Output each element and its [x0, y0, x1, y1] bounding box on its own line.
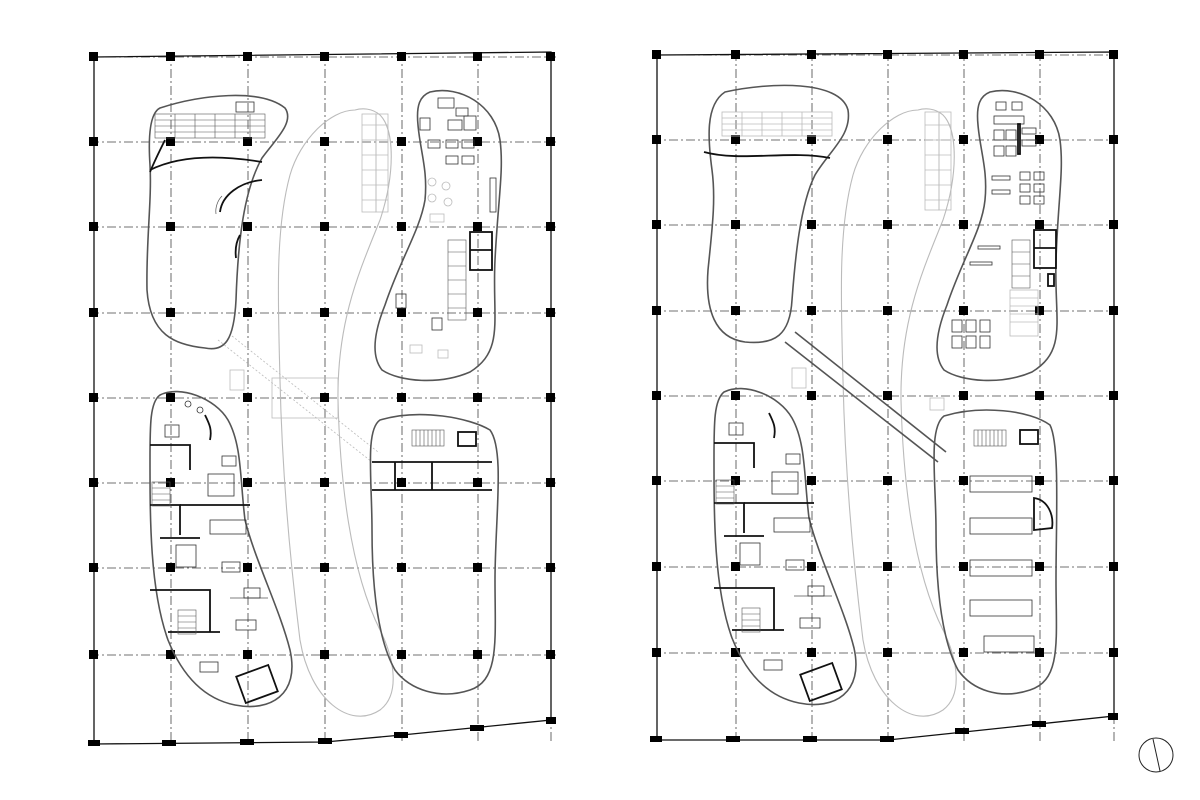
zone-outline-north-west [706, 84, 850, 344]
escalator-central-left [361, 113, 389, 213]
escalator-north-east [447, 231, 493, 321]
apartment-partitions [150, 414, 268, 633]
plan-left [88, 51, 556, 746]
apartment-partitions-right [714, 412, 832, 631]
zone-outline-north-east [936, 89, 1063, 382]
meeting-tables-south-east [969, 429, 1054, 653]
furniture-south-west-right [715, 422, 843, 703]
columns [88, 52, 556, 746]
bridge-diagonal [784, 331, 947, 463]
zone-outline-north-east [374, 89, 503, 382]
north-arrow-icon [1138, 737, 1174, 773]
columns [650, 50, 1118, 742]
curved-wall-north-west [149, 156, 263, 171]
zone-outline-south-east [369, 413, 500, 695]
zone-outline-south-west [713, 387, 857, 706]
furniture-south-west [151, 400, 279, 705]
curved-wall-north-west-right [703, 151, 831, 159]
bridge-dashed-path [217, 335, 379, 463]
zone-outline-south-east [933, 409, 1058, 695]
escalator-bank-north-west-right [721, 111, 833, 137]
plan-right [650, 50, 1118, 744]
central-ribbon-outline [277, 108, 394, 717]
zone-outline-north-west [146, 94, 289, 350]
core-south-east [372, 429, 492, 491]
escalator-bank-north-west [154, 101, 266, 139]
escalator-north-east-right [1011, 229, 1057, 289]
central-ribbon-outline [840, 108, 957, 717]
furniture-north-east [395, 97, 497, 359]
workstations-north-east [951, 101, 1045, 349]
escalator-central-right [924, 111, 952, 211]
